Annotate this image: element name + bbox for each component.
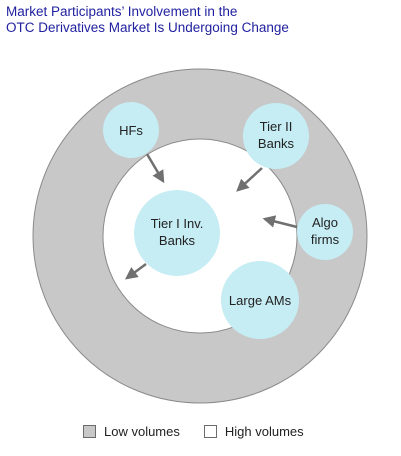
arrow-algo-to-core — [262, 215, 298, 229]
bubble-tier1-label-2: Banks — [159, 233, 196, 248]
bubble-tier1-inv-banks: Tier I Inv. Banks — [134, 190, 220, 276]
bubble-algo-firms: Algo firms — [297, 204, 353, 260]
bubble-hfs: HFs — [103, 102, 159, 158]
arrow-tier2-to-core — [236, 167, 263, 192]
bubble-hfs-label: HFs — [119, 123, 143, 138]
legend-label-high: High volumes — [224, 423, 304, 439]
bubble-tier2-label-2: Banks — [258, 136, 295, 151]
diagram-title: Market Participants’ Involvement in the … — [6, 4, 396, 36]
bubble-tier1-label-1: Tier I Inv. — [151, 216, 204, 231]
legend-swatch-low — [83, 424, 96, 438]
title-line-1: Market Participants’ Involvement in the — [6, 4, 238, 19]
legend-label-low: Low volumes — [104, 423, 180, 439]
title-line-2: OTC Derivatives Market Is Undergoing Cha… — [6, 20, 289, 35]
bubble-algo-label-1: Algo — [312, 215, 338, 230]
bubble-tier2-label-1: Tier II — [260, 119, 293, 134]
arrow-tier1-to-ring — [124, 262, 147, 280]
arrow-hfs-to-core — [145, 153, 165, 184]
bubble-large-ams-label: Large AMs — [229, 293, 292, 308]
bubble-tier2-banks: Tier II Banks — [243, 103, 309, 169]
legend: Low volumes High volumes — [83, 422, 328, 440]
legend-item-high: High volumes — [203, 423, 304, 439]
bubble-algo-label-2: firms — [311, 232, 340, 247]
legend-swatch-high — [203, 424, 217, 438]
bubble-large-ams: Large AMs — [221, 261, 299, 339]
legend-item-low: Low volumes — [83, 424, 180, 439]
